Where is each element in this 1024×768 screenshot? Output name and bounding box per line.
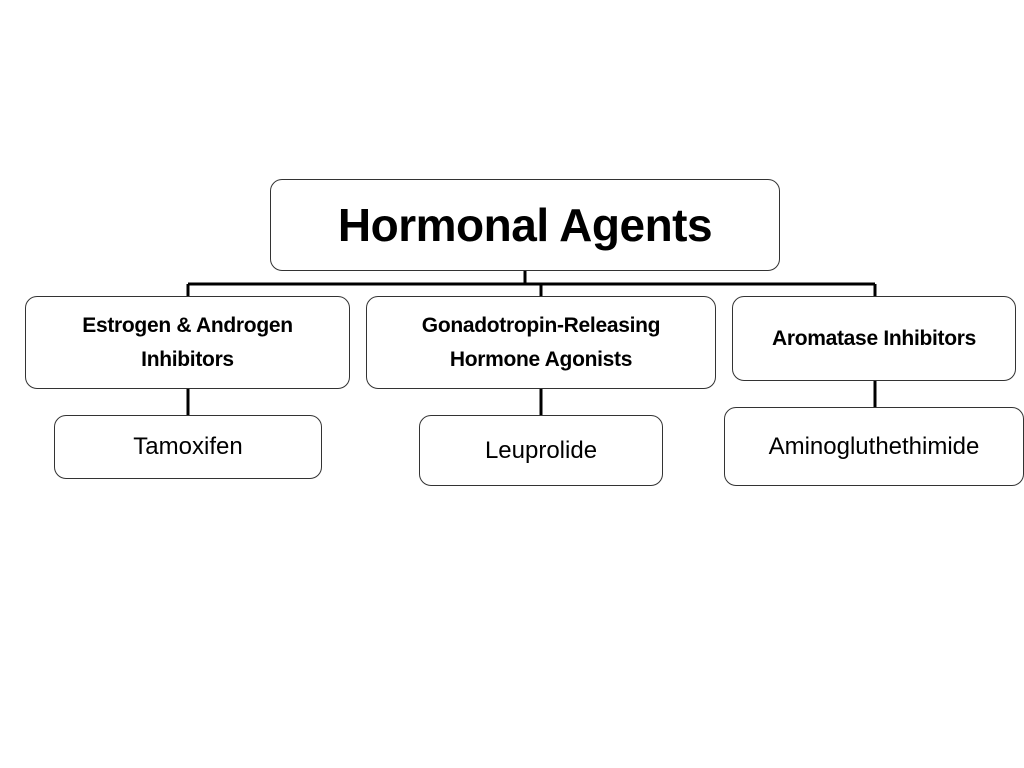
leaf-node-tamoxifen: Tamoxifen [54, 415, 322, 479]
category-node-aromatase-inhibitors: Aromatase Inhibitors [732, 296, 1016, 381]
leaf-2-label: Leuprolide [484, 436, 598, 464]
category-3-label: Aromatase Inhibitors [771, 326, 977, 350]
category-2-label-line-2: Hormone Agonists [449, 347, 633, 371]
leaf-node-aminogluthethimide: Aminogluthethimide [724, 407, 1024, 486]
category-node-estrogen-androgen-inhibitors: Estrogen & Androgen Inhibitors [25, 296, 350, 389]
leaf-3-label: Aminogluthethimide [768, 432, 980, 460]
root-node-hormonal-agents: Hormonal Agents [270, 179, 780, 271]
leaf-1-label: Tamoxifen [133, 433, 243, 460]
category-1-label-line-1: Estrogen & Androgen [82, 313, 293, 337]
category-1-label-line-2: Inhibitors [141, 347, 234, 371]
root-node-label: Hormonal Agents [337, 199, 713, 251]
category-2-label-line-1: Gonadotropin-Releasing [421, 313, 661, 337]
category-node-gnrh-agonists: Gonadotropin-Releasing Hormone Agonists [366, 296, 716, 389]
leaf-node-leuprolide: Leuprolide [419, 415, 663, 486]
